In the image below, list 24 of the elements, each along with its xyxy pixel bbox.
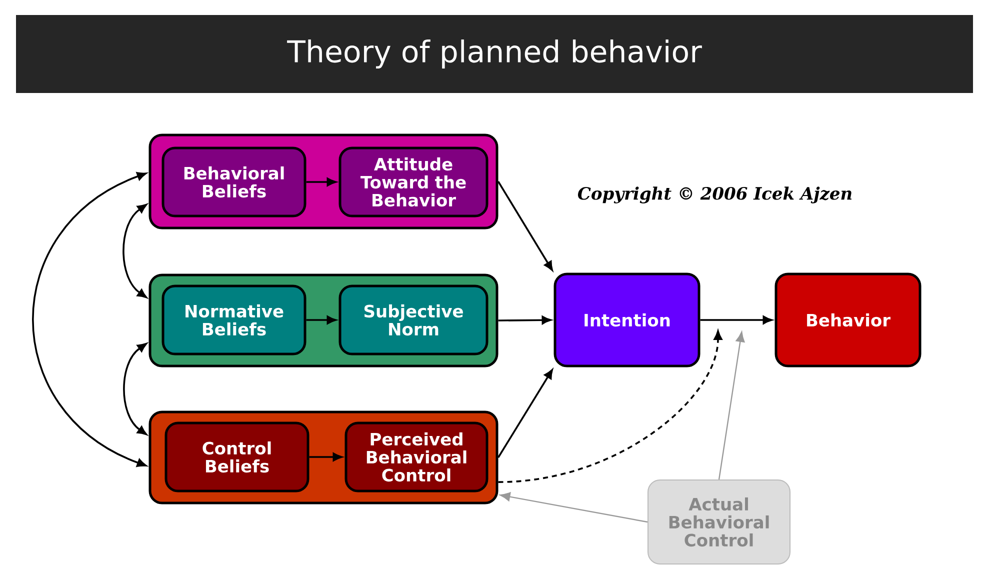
process-box: Subjective Norm [338,284,488,356]
process-box: Attitude Toward the Behavior [338,146,488,218]
arrow [306,178,336,186]
process-box: Control Beliefs [164,422,310,492]
process-box: Intention [554,272,700,368]
copyright-note: Copyright © 2006 Icek Ajzen [578,186,852,204]
process-box: Actual Behavioral Control [648,480,790,564]
process-box: Normative Beliefs [162,284,306,356]
arrow [306,316,336,324]
arrow [497,181,553,271]
arrow [123,343,147,436]
arrow [309,452,342,462]
process-box: Behavior [774,272,922,368]
title-bar: Theory of planned behavior [16,15,973,93]
arrow [718,332,745,480]
arrow [498,316,552,324]
arrow [32,172,146,467]
arrow [498,330,722,483]
arrow [700,316,772,324]
process-box: Behavioral Beliefs [162,146,306,218]
arrow [122,204,147,298]
arrow [500,492,648,523]
arrow [497,369,553,458]
process-box: Perceived Behavioral Control [344,422,488,492]
